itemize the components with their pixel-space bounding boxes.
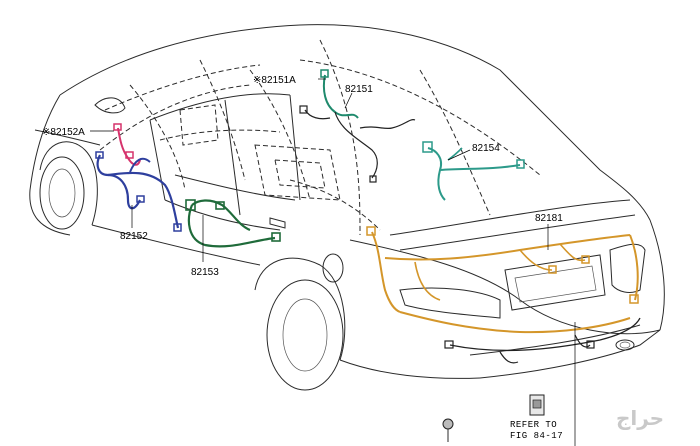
label-82154: 82154 [472, 143, 500, 154]
label-82151: 82151 [345, 84, 373, 95]
reference-line-2: FIG 84-17 [510, 431, 563, 441]
label-82152A: ※82152A [42, 127, 85, 138]
reference-line-1: REFER TO [510, 420, 557, 430]
harness-82153[interactable] [185, 199, 281, 248]
label-82151A: ※82151A [253, 75, 296, 86]
harness-82154[interactable] [422, 141, 525, 201]
label-82152: 82152 [120, 231, 148, 242]
harness-82181[interactable] [366, 226, 641, 364]
car-body-outline [29, 24, 665, 391]
label-82153: 82153 [191, 267, 219, 278]
bolt-part[interactable] [442, 418, 454, 442]
connector-part[interactable] [529, 394, 545, 416]
leader-lines [90, 78, 576, 446]
label-82181: 82181 [535, 213, 563, 224]
harness-82151[interactable] [299, 69, 416, 183]
watermark-logo: حراج [616, 406, 664, 430]
harness-82152A[interactable] [113, 123, 141, 166]
